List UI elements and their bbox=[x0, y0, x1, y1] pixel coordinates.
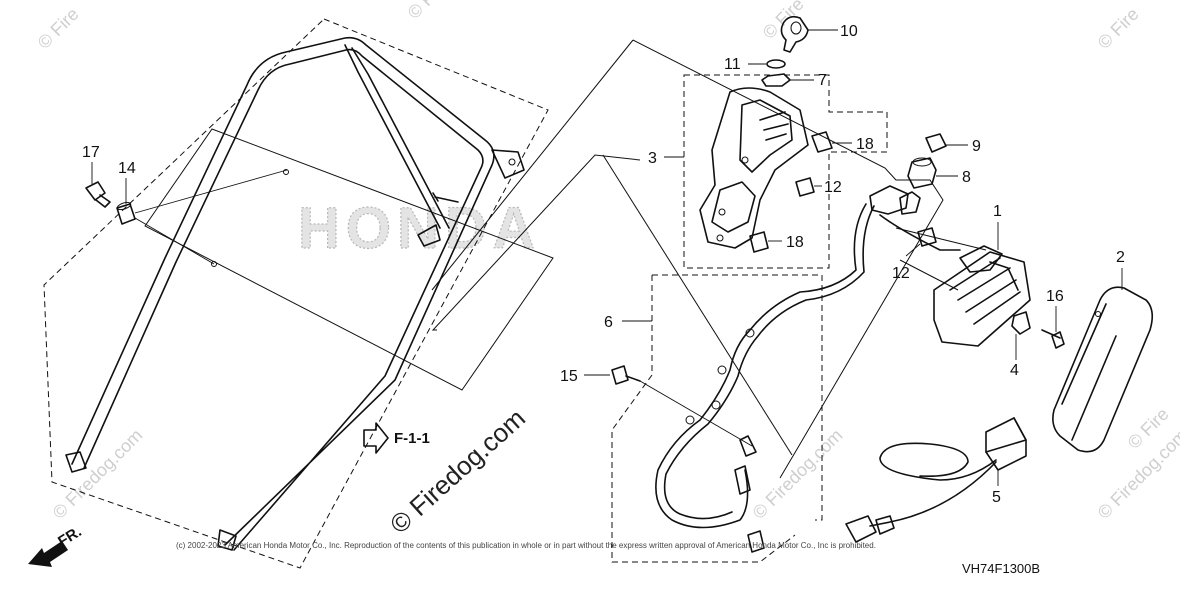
callout-8: 8 bbox=[962, 169, 971, 186]
charger-5 bbox=[845, 417, 1027, 543]
callout-4: 4 bbox=[1010, 362, 1019, 379]
clip-12-upper bbox=[795, 177, 815, 197]
bolt-17 bbox=[85, 181, 111, 208]
callout-3: 3 bbox=[648, 150, 657, 167]
callout-10: 10 bbox=[840, 23, 858, 40]
nut-7 bbox=[761, 73, 791, 87]
switch-box-frame bbox=[683, 74, 888, 269]
front-arrow-icon bbox=[28, 541, 68, 567]
callout-18-upper: 18 bbox=[856, 136, 874, 153]
callout-9: 9 bbox=[972, 138, 981, 155]
wire-harness-6 bbox=[655, 185, 961, 553]
watermark-top-left: © Fire bbox=[34, 4, 83, 53]
handle-end-left bbox=[65, 451, 87, 473]
watermark-bottom-left: © Firedog.com bbox=[49, 425, 147, 523]
reference-arrow: F-1-1 bbox=[363, 422, 430, 454]
reference-arrow-icon bbox=[363, 422, 389, 454]
callout-5: 5 bbox=[992, 489, 1001, 506]
handle-end-right bbox=[217, 529, 237, 551]
watermark-bottom-mid: © Firedog.com bbox=[749, 425, 847, 523]
callout-18-lower: 18 bbox=[786, 234, 804, 251]
clip-18-lower bbox=[749, 231, 769, 253]
battery-1 bbox=[933, 245, 1031, 347]
switch-housing-3 bbox=[699, 87, 809, 249]
diagram-code: VH74F1300B bbox=[962, 561, 1040, 576]
callout-12-lower: 12 bbox=[892, 265, 910, 282]
clip-12-lower bbox=[917, 227, 937, 247]
washer-11 bbox=[766, 59, 786, 69]
frame-bolt bbox=[432, 192, 459, 203]
handle-bar bbox=[71, 36, 495, 551]
callout-1: 1 bbox=[993, 203, 1002, 220]
screw-projection-line bbox=[639, 380, 753, 447]
safety-key-10 bbox=[780, 15, 809, 53]
watermark-top-center: © Fire bbox=[404, 0, 453, 23]
corner-watermarks: © Fire © Fire © Fire © Fire © Firedog.co… bbox=[34, 0, 1180, 523]
callout-2: 2 bbox=[1116, 249, 1125, 266]
front-arrow: FR. bbox=[28, 523, 85, 567]
callout-6: 6 bbox=[604, 314, 613, 331]
callout-17: 17 bbox=[82, 144, 100, 161]
callout-15: 15 bbox=[560, 368, 578, 385]
callout-7: 7 bbox=[818, 72, 827, 89]
battery-guide-lines bbox=[895, 227, 987, 291]
handle-group-outline bbox=[43, 18, 549, 569]
handle-crossbar bbox=[344, 44, 450, 229]
callout-14: 14 bbox=[118, 160, 136, 177]
grommet-9 bbox=[925, 133, 947, 153]
handle-bracket bbox=[491, 149, 525, 179]
handle-subgroup-box bbox=[144, 128, 554, 391]
battery-cover-2 bbox=[1052, 286, 1154, 453]
watermark-far-right: © Fire bbox=[1094, 4, 1143, 53]
switch-8 bbox=[907, 157, 937, 189]
bracket-4 bbox=[1011, 311, 1031, 335]
screw-16 bbox=[1041, 329, 1065, 349]
bolt-projection-lines bbox=[134, 169, 288, 265]
harness-dashed-frame bbox=[611, 274, 823, 563]
copyright-notice: (c) 2002-2023 American Honda Motor Co., … bbox=[176, 541, 876, 550]
firedog-watermark: © Firedog.com bbox=[384, 403, 531, 540]
harness-group-outline bbox=[431, 154, 641, 331]
callout-12-upper: 12 bbox=[824, 179, 842, 196]
screw-15 bbox=[611, 365, 641, 385]
callout-11: 11 bbox=[724, 56, 741, 73]
handle-assembly bbox=[43, 18, 549, 569]
reference-label: F-1-1 bbox=[394, 430, 430, 447]
collar-14 bbox=[116, 201, 136, 225]
callout-16: 16 bbox=[1046, 288, 1064, 305]
frame-clip bbox=[417, 224, 441, 247]
switch-group-outline bbox=[431, 39, 944, 479]
honda-watermark: HONDA bbox=[298, 196, 541, 261]
clip-18-upper bbox=[811, 131, 833, 153]
callouts: 10 11 7 3 18 9 8 12 18 12 1 2 16 bbox=[82, 23, 1125, 506]
